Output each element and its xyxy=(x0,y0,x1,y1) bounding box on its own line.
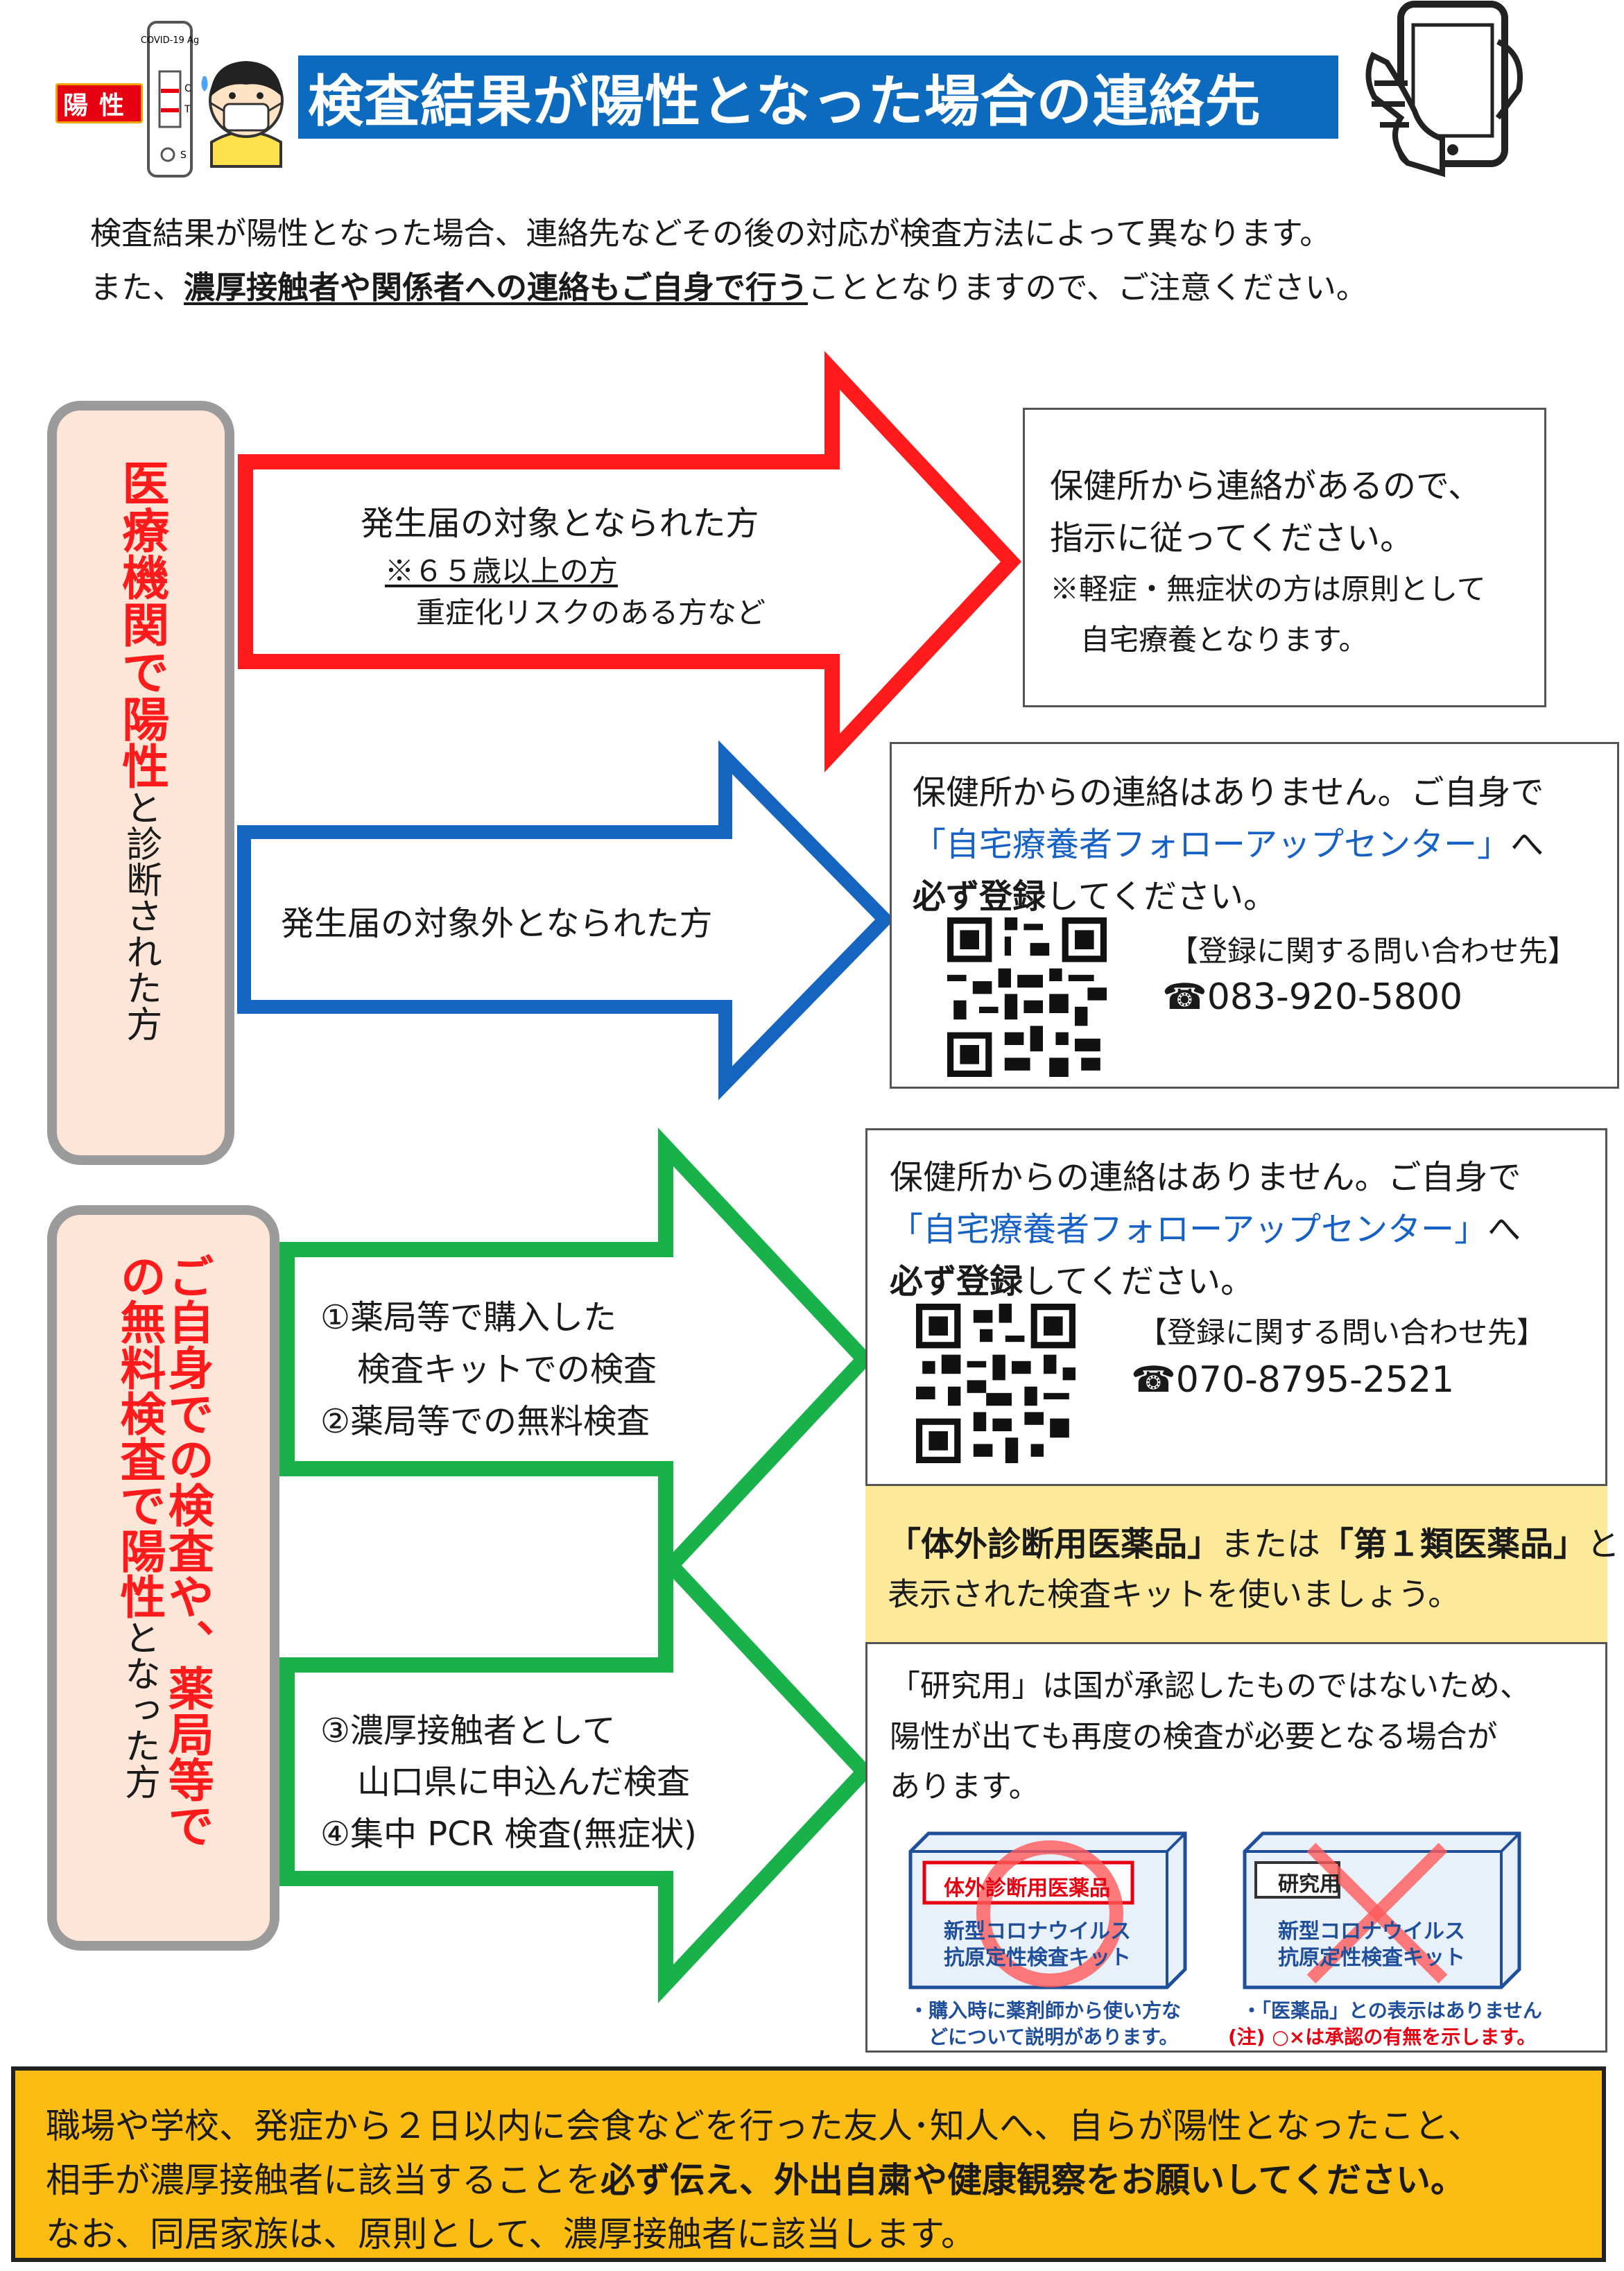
research-kit-box xyxy=(1243,1831,1521,1989)
self-test-method-1-detail: 検査キットでの検査 xyxy=(357,1350,657,1389)
intro-line-1: 検査結果が陽性となった場合、連絡先などその後の対応が検査方法によって異なります。 xyxy=(90,215,1331,252)
phone-in-hand-icon xyxy=(1365,1,1523,178)
notifiable-case-note-2: 重症化リスクのある方など xyxy=(416,596,766,630)
self-test-arrow-1 xyxy=(279,1128,875,1591)
notifiable-case-note-1: ※６５歳以上の方 xyxy=(385,554,619,588)
medical-diagnosis-label: 医療機関で陽性と診断された方 xyxy=(47,401,234,1165)
qr-code-icon[interactable] xyxy=(947,917,1107,1077)
followup-center-box-1: 保健所からの連絡はありません。ご自身で 「自宅療養者フォローアップセンター」へ … xyxy=(890,742,1619,1089)
approval-mark-note: (注) ○×は承認の有無を示します。 xyxy=(1228,2026,1537,2048)
research-use-note-1: 「研究用」は国が承認したものではないため、 xyxy=(890,1668,1530,1704)
test-kit-label: COVID-19 Ag xyxy=(141,35,199,46)
test-kit-mark-t: T xyxy=(184,104,191,115)
non-notifiable-case-arrow xyxy=(237,740,895,1100)
page-title: 検査結果が陽性となった場合の連絡先 xyxy=(298,55,1338,139)
followup-center-box-2: 保健所からの連絡はありません。ご自身で 「自宅療養者フォローアップセンター」へ … xyxy=(865,1128,1620,2053)
intro-line-2: また、濃厚接触者や関係者への連絡もご自身で行うこととなりますので、ご注意ください… xyxy=(90,269,1367,306)
circle-ok-icon xyxy=(976,1840,1123,1987)
phone-number-1[interactable]: ☎083-920-5800 xyxy=(1162,976,1463,1018)
approved-kit-box xyxy=(908,1831,1187,1989)
child-with-mask-icon xyxy=(201,61,284,168)
test-kit-mark-c: C xyxy=(184,83,191,94)
self-test-method-3: ③濃厚接触者として xyxy=(320,1711,616,1750)
phone-number-2[interactable]: ☎070-8795-2521 xyxy=(1131,1359,1455,1401)
self-test-method-2: ②薬局等での無料検査 xyxy=(320,1402,650,1441)
approved-kit-note: 「体外診断用医薬品」または「第１類医薬品」と 表示された検査キットを使いましょう… xyxy=(865,1484,1620,1644)
notifiable-case-arrow xyxy=(238,351,1022,772)
positive-badge: 陽性 xyxy=(55,83,143,123)
footer-notice: 職場や学校、発症から２日以内に会食などを行った友人･知人へ、自らが陽性となったこ… xyxy=(11,2066,1606,2262)
self-test-arrow-2 xyxy=(279,1540,875,2003)
qr-code-icon[interactable] xyxy=(916,1304,1076,1463)
research-use-note-3: あります。 xyxy=(890,1769,1039,1804)
self-test-method-4: ④集中 PCR 検査(無症状) xyxy=(320,1815,697,1854)
health-center-contact-box: 保健所から連絡があるので、 指示に従ってください。 ※軽症・無症状の方は原則とし… xyxy=(1023,408,1546,707)
intro-emphasis: 濃厚接触者や関係者への連絡もご自身で行う xyxy=(184,269,809,306)
self-test-method-1: ①薬局等で購入した xyxy=(320,1298,617,1337)
self-test-positive-label: ご自身での検査や、薬局等での無料検査で陽性となった方 xyxy=(47,1205,279,1951)
approved-kit-tag: 体外診断用医薬品 xyxy=(944,1876,1110,1901)
notifiable-case-title: 発生届の対象となられた方 xyxy=(361,504,759,543)
non-notifiable-case-title: 発生届の対象外となられた方 xyxy=(281,904,713,943)
test-kit-mark-s: S xyxy=(180,150,187,161)
research-kit-tag: 研究用 xyxy=(1278,1872,1340,1897)
research-use-note-2: 陽性が出ても再度の検査が必要となる場合が xyxy=(890,1719,1498,1754)
self-test-method-3-detail: 山口県に申込んだ検査 xyxy=(357,1763,691,1802)
test-kit-icon: COVID-19 Ag C T S xyxy=(141,21,199,178)
